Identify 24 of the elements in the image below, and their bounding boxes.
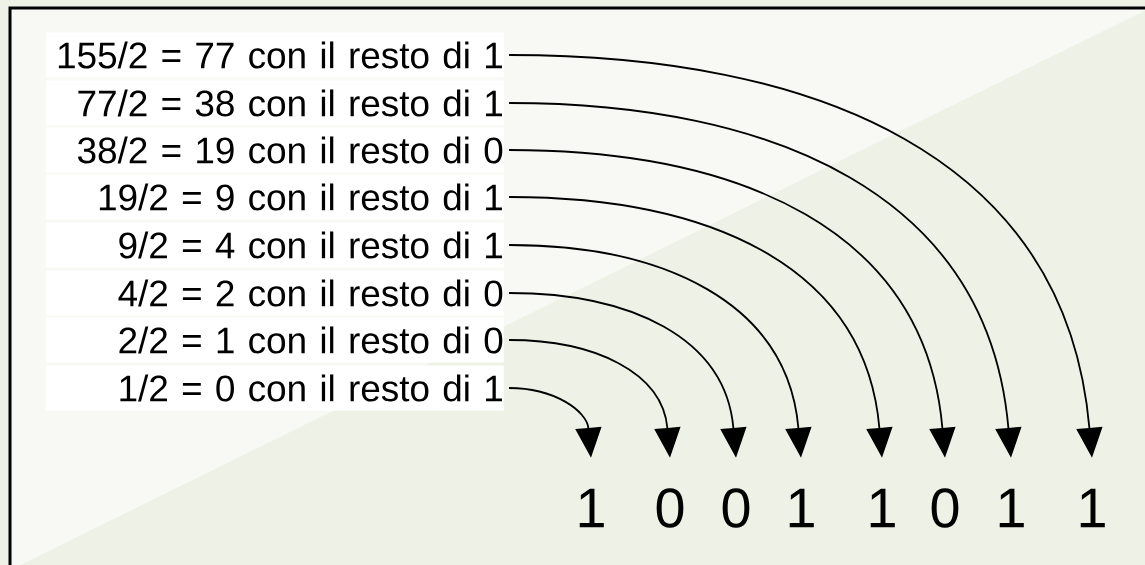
division-row: 4/2 = 2 con il resto di 0 — [45, 270, 504, 316]
node-label: 38/2 = 19 con il resto di 0 — [77, 136, 503, 164]
binary-digit: 1 — [579, 488, 604, 528]
binary-digit: 1 — [789, 488, 814, 528]
binary-digit: 0 — [656, 488, 684, 528]
node-label: 1/2 = 0 con il resto di 1 — [120, 374, 502, 402]
node-label: 77/2 = 38 con il resto di 1 — [78, 89, 502, 117]
division-row: 77/2 = 38 con il resto di 1 — [45, 80, 504, 126]
division-row: 19/2 = 9 con il resto di 1 — [45, 174, 504, 220]
binary-digit: 1 — [870, 488, 895, 528]
division-row: 1/2 = 0 con il resto di 1 — [45, 365, 504, 411]
node-label: 9/2 = 4 con il resto di 1 — [119, 231, 502, 259]
division-row: 38/2 = 19 con il resto di 0 — [45, 127, 504, 173]
binary-digit: 1 — [1080, 488, 1105, 528]
binary-digit: 0 — [931, 488, 959, 528]
node-label: 19/2 = 9 con il resto di 1 — [99, 183, 502, 211]
binary-digit: 0 — [722, 488, 750, 528]
division-row: 2/2 = 1 con il resto di 0 — [45, 317, 504, 363]
binary-digit: 1 — [999, 488, 1024, 528]
division-row: 9/2 = 4 con il resto di 1 — [45, 222, 504, 268]
node-label: 4/2 = 2 con il resto di 0 — [118, 279, 503, 307]
division-row: 155/2 = 77 con il resto di 1 — [45, 32, 504, 78]
node-label: 2/2 = 1 con il resto di 0 — [119, 326, 503, 354]
node-label: 155/2 = 77 con il resto di 1 — [58, 41, 502, 69]
